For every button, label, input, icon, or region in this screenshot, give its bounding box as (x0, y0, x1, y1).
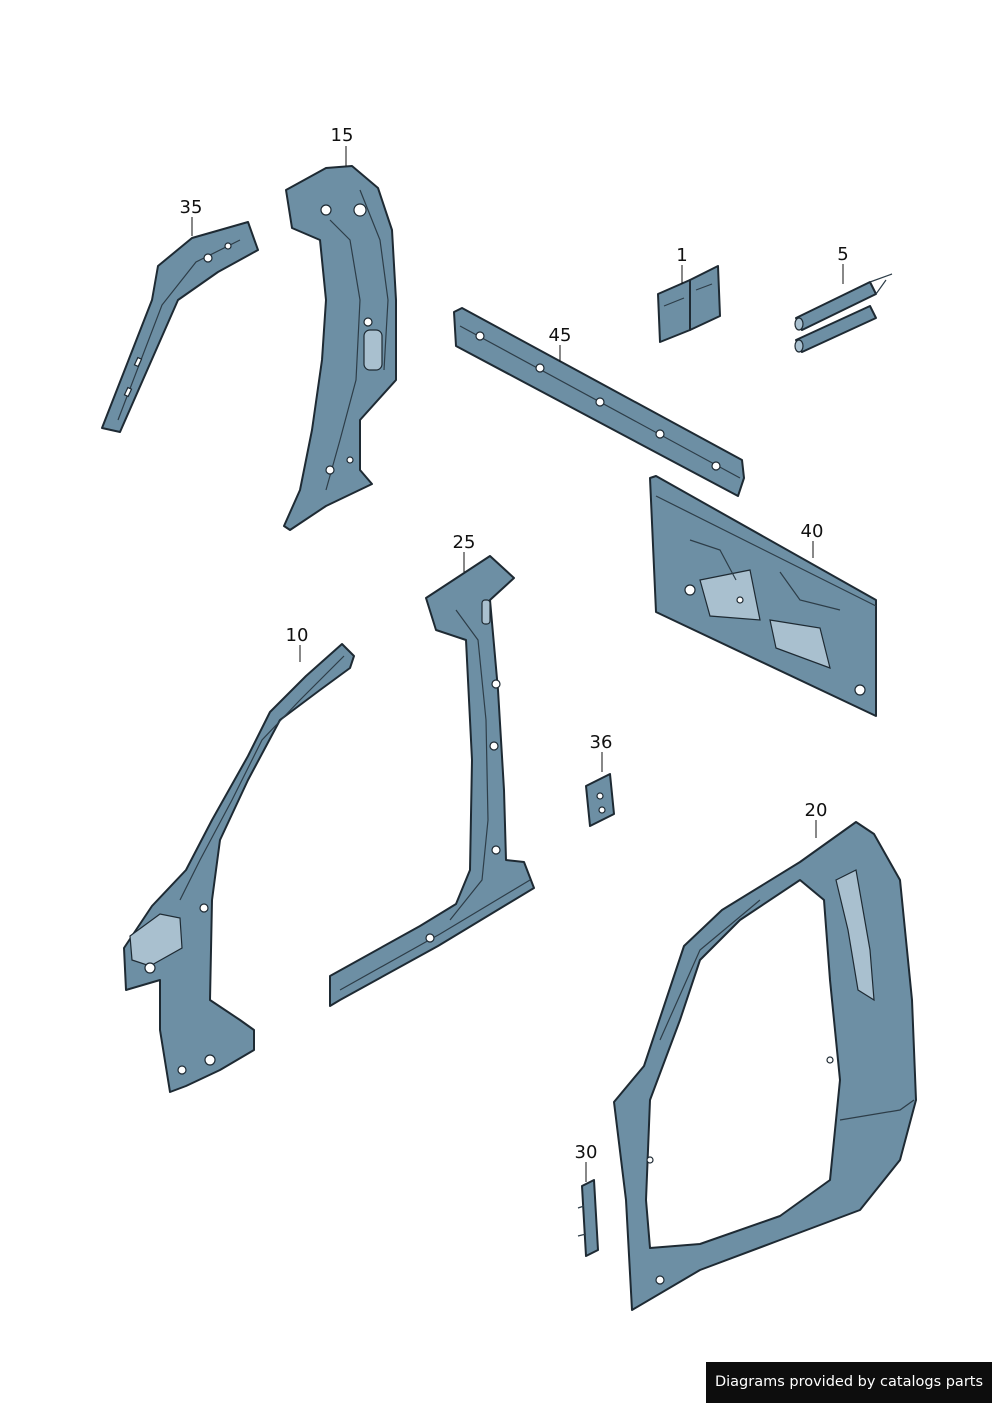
leader-lines (191, 146, 844, 1182)
callout-45: 45 (549, 325, 572, 346)
part-36[interactable] (585, 773, 615, 827)
part-30[interactable] (577, 1179, 599, 1257)
part-25[interactable] (329, 555, 535, 1007)
callout-36: 36 (590, 732, 613, 753)
part-5[interactable] (794, 273, 893, 353)
part-20[interactable] (613, 821, 917, 1311)
callout-15: 15 (331, 125, 354, 146)
part-15[interactable] (283, 165, 397, 531)
callout-35: 35 (180, 197, 203, 218)
callout-10: 10 (286, 625, 309, 646)
part-35[interactable] (101, 221, 259, 433)
callout-20: 20 (805, 800, 828, 821)
part-45[interactable] (453, 307, 745, 497)
part-1[interactable] (657, 265, 721, 343)
part-10[interactable] (123, 643, 355, 1093)
callout-labels: 15 35 1 5 45 40 25 10 36 20 30 (180, 125, 849, 1163)
watermark-banner: Diagrams provided by catalogs parts (706, 1362, 992, 1403)
callout-25: 25 (453, 532, 476, 553)
callout-5: 5 (837, 244, 848, 265)
callout-30: 30 (575, 1142, 598, 1163)
callout-1: 1 (676, 245, 687, 266)
part-40[interactable] (649, 475, 877, 717)
callout-40: 40 (801, 521, 824, 542)
